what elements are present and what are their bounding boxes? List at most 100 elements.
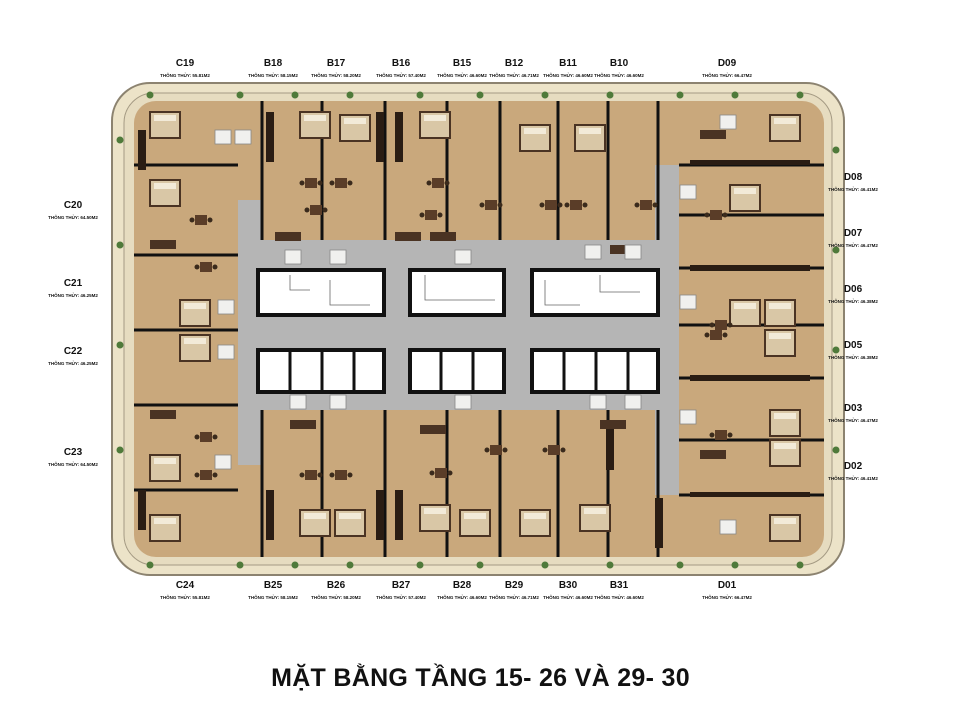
unit-area: THÔNG THỦY: 46.38M2 [828,299,878,304]
chair [704,332,710,338]
pillow [734,188,756,194]
chair [722,332,728,338]
unit-area: THÔNG THỦY: 55.81M2 [160,595,210,600]
bathroom [234,129,252,145]
dining-table [490,445,502,455]
bathroom [214,129,232,145]
bathroom [284,249,302,265]
unit-area: THÔNG THỦY: 46.25M2 [48,293,98,298]
chair [722,212,728,218]
unit-area: THÔNG THỦY: 46.60M2 [594,73,644,78]
unit-code: B15 [452,58,472,69]
dining-table [305,178,317,188]
bathroom [329,394,347,410]
chair [299,180,305,186]
unit-code: B12 [504,58,524,69]
unit-area: THÔNG THỦY: 46.47M2 [828,243,878,248]
planter [606,561,614,569]
chair [704,212,710,218]
dining-table [710,330,722,340]
unit-code: C22 [63,346,83,357]
pillow [154,458,176,464]
bathroom [454,249,472,265]
chair [502,447,508,453]
pillow [584,508,606,514]
planter [796,561,804,569]
pillow [184,338,206,344]
chair [194,264,200,270]
dining-table [200,262,212,272]
wardrobe [690,160,810,165]
unit-code: D08 [843,172,863,183]
building-core [256,268,660,394]
planter [146,91,154,99]
pillow [769,303,791,309]
unit-area: THÔNG THỦY: 57.40M2 [376,73,426,78]
bathroom [329,249,347,265]
planter [236,561,244,569]
chair [497,202,503,208]
unit-code: C24 [175,580,195,591]
unit-code: B10 [609,58,629,69]
chair [304,207,310,213]
planter [291,91,299,99]
chair [419,212,425,218]
unit-code: B27 [391,580,411,591]
chair [329,180,335,186]
unit-area: THÔNG THỦY: 46.60M2 [437,595,487,600]
unit-code: B30 [558,580,578,591]
sofa [700,450,726,459]
unit-area: THÔNG THỦY: 64.50M2 [48,462,98,467]
pillow [774,518,796,524]
unit-code: D07 [843,228,863,239]
sofa [610,245,636,254]
chair [347,472,353,478]
lift-bank-middle [408,348,506,394]
unit-code: B18 [263,58,283,69]
unit-code: C20 [63,200,83,211]
chair [189,217,195,223]
pillow [774,413,796,419]
furniture-layer [116,91,840,569]
chair [727,432,733,438]
chair [542,447,548,453]
chair [652,202,658,208]
unit-area: THÔNG THỦY: 46.60M2 [437,73,487,78]
chair [207,217,213,223]
sofa [430,232,456,241]
unit-area: THÔNG THỦY: 46.25M2 [48,361,98,366]
dining-table [715,430,727,440]
chair [484,447,490,453]
unit-area: THÔNG THỦY: 66.47M2 [702,73,752,78]
unit-code: C23 [63,447,83,458]
unit-area: THÔNG THỦY: 66.47M2 [702,595,752,600]
planter [346,561,354,569]
dining-table [485,200,497,210]
dining-table [435,468,447,478]
dining-table [715,320,727,330]
wardrobe [376,490,384,540]
unit-code: D09 [717,58,737,69]
unit-area: THÔNG THỦY: 46.60M2 [543,73,593,78]
bathroom [624,244,642,260]
pillow [769,333,791,339]
chair [299,472,305,478]
unit-code: D02 [843,461,863,472]
planter [832,246,840,254]
wardrobe [690,375,810,381]
unit-code: B28 [452,580,472,591]
chair [426,180,432,186]
wardrobe [655,498,663,548]
planter [832,146,840,154]
